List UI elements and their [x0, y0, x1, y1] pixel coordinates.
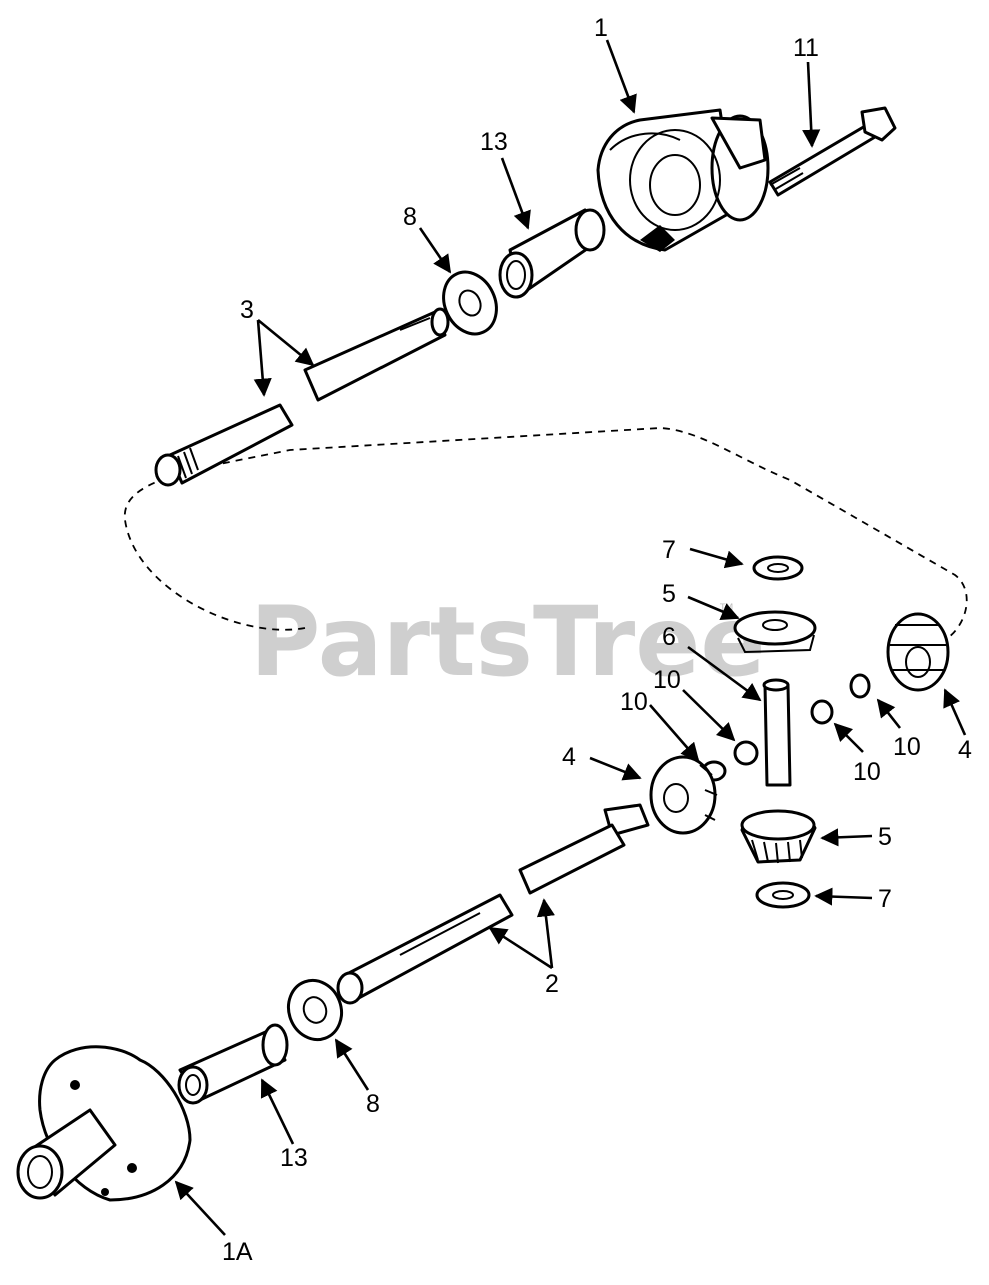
washer-bottom	[287, 978, 343, 1042]
callout-7-top: 7	[662, 536, 676, 564]
axle-bottom	[336, 803, 650, 1005]
callout-13-bottom: 13	[280, 1144, 308, 1172]
sleeve-bottom	[177, 1023, 289, 1105]
callout-6: 6	[662, 623, 676, 651]
housing-bottom	[16, 1045, 192, 1202]
snap-ring-3	[810, 699, 834, 725]
callout-10-d: 10	[893, 733, 921, 761]
thrust-washer-top	[752, 555, 804, 581]
callout-labels: 1 11 13 8 3 7 5 6 10 10 4 10 10 4 5 7 2 …	[222, 14, 972, 1266]
sleeve-top	[498, 208, 606, 299]
callout-2: 2	[545, 970, 559, 998]
callout-3: 3	[240, 296, 254, 324]
bolt	[768, 106, 897, 197]
side-gear-left	[649, 755, 718, 835]
leader-lines	[174, 39, 967, 1236]
callout-13-top: 13	[480, 128, 508, 156]
axle-top	[154, 307, 450, 487]
pinion-gear-bottom	[740, 809, 817, 864]
callout-10-a: 10	[653, 666, 681, 694]
side-gear-right	[886, 612, 950, 692]
callout-7-bottom: 7	[878, 885, 892, 913]
callout-8-top: 8	[403, 203, 417, 231]
snap-ring-2	[733, 740, 759, 766]
callout-10-b: 10	[620, 688, 648, 716]
callout-1: 1	[594, 14, 608, 42]
callout-5-bottom: 5	[878, 823, 892, 851]
housing-top	[596, 108, 770, 252]
callout-1a: 1A	[222, 1238, 253, 1266]
watermark-text: PartsTree	[250, 586, 765, 698]
callout-8-bottom: 8	[366, 1090, 380, 1118]
callout-10-c: 10	[853, 758, 881, 786]
callout-11: 11	[793, 34, 819, 62]
thrust-washer-bottom	[755, 881, 811, 909]
dashed-assembly-outline	[124, 427, 968, 641]
parts-tree-watermark: PartsTree TM	[250, 586, 765, 698]
callout-4-left: 4	[562, 743, 576, 771]
callout-5-top: 5	[662, 580, 676, 608]
cross-pin	[762, 678, 792, 787]
snap-ring-4	[849, 673, 871, 699]
pinion-gear-top	[733, 610, 817, 654]
callout-4-right: 4	[958, 736, 972, 764]
